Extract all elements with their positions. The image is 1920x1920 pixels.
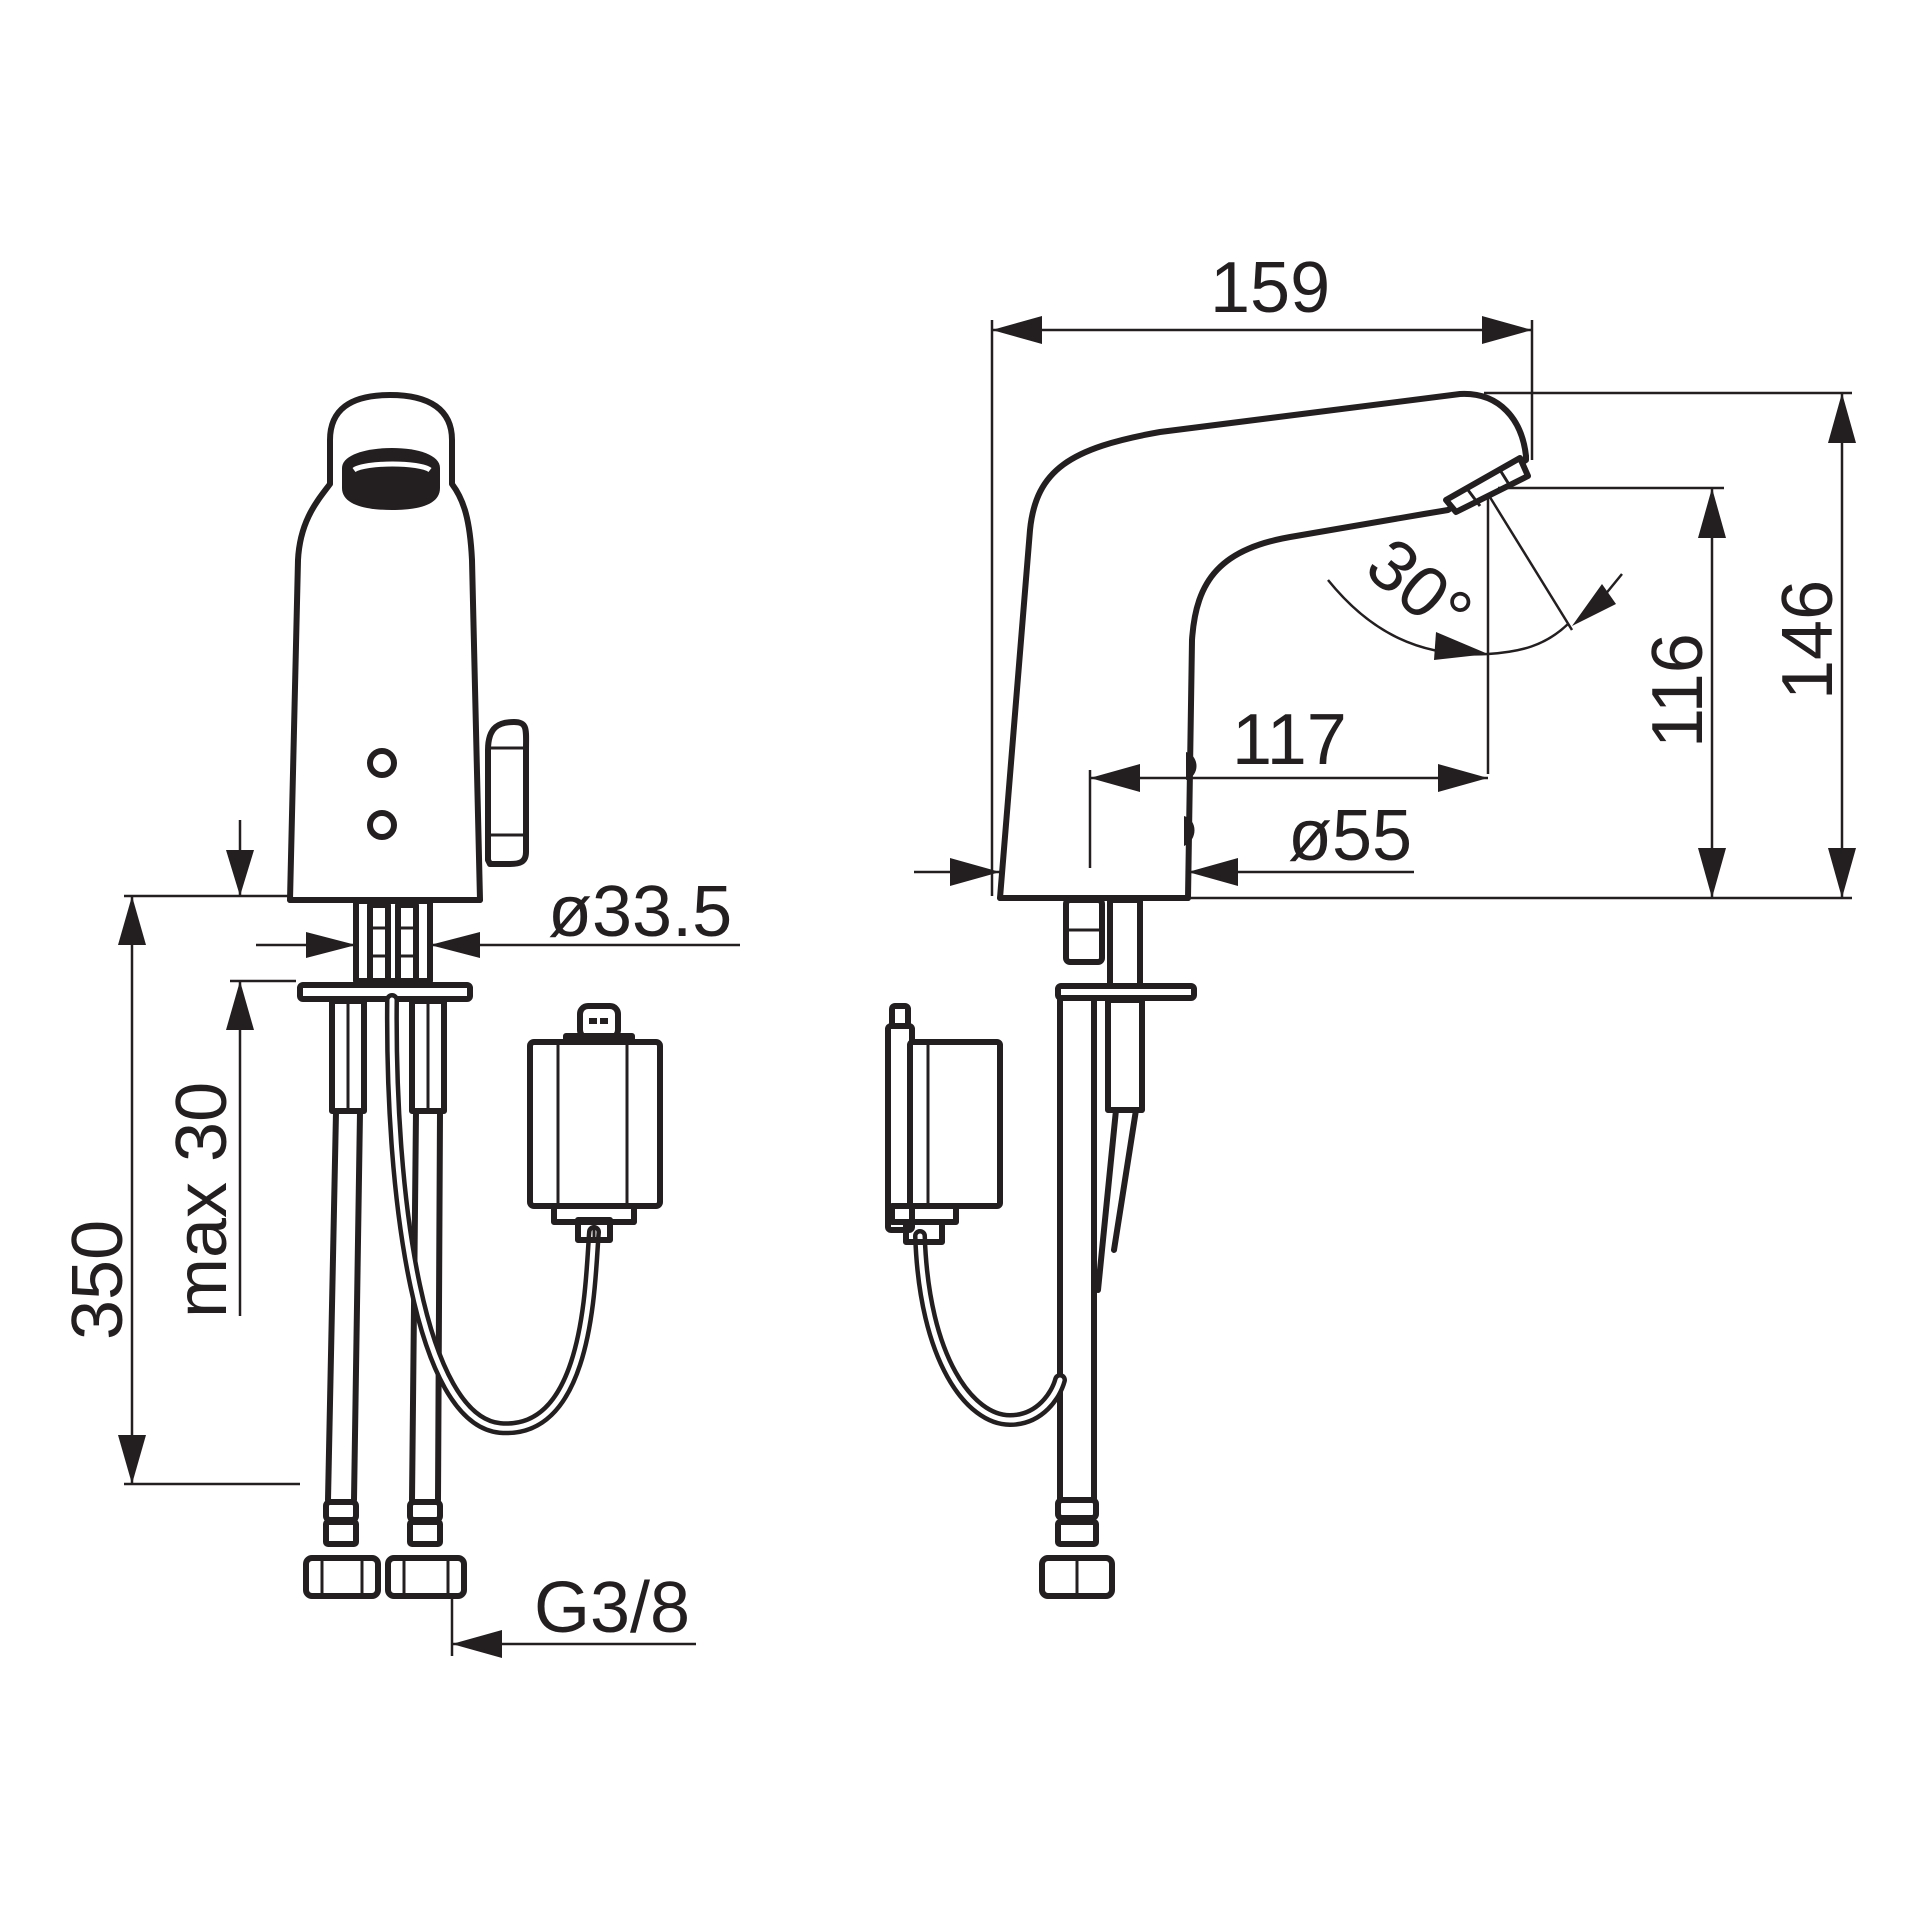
shank-side [1063,897,1105,965]
arrow-icon [430,932,480,958]
arrow-icon [1698,848,1726,898]
dim-label-146: 146 [1768,580,1848,700]
nozzle-line [1498,469,1512,487]
front-view [287,392,663,1599]
arrow-icon [1188,858,1238,886]
front-dimensions: 350 max 30 ø33.5 G3/8 [58,820,740,1658]
faucet-body-front [287,392,483,903]
faucet-body-side [997,390,1529,901]
mounting-plate-side [1055,983,1197,1001]
stud-side [1107,897,1143,989]
arrow-tail [1603,573,1623,597]
control-box-front [527,1003,663,1243]
temperature-knob [485,719,530,867]
dim-label-g38: G3/8 [534,1568,690,1648]
aerator-highlight [352,461,432,473]
stud [395,902,419,984]
arrow-icon [226,981,254,1030]
spray-angle-line [1486,493,1574,631]
arrow-icon [1434,632,1488,660]
control-box-side [885,1003,1003,1245]
arrow-icon [1828,393,1856,443]
hose-connector-left [303,1499,381,1599]
nozzle-line [1466,489,1482,507]
dim-label-116: 116 [1638,633,1718,748]
sensor-bump [1184,816,1195,846]
sensor-cable-side-core [917,1233,1063,1423]
hose-right-inner [435,1109,443,1503]
dim-label-30deg: 30° [1352,523,1487,654]
shank [353,898,433,984]
arrow-icon [306,932,356,958]
arrow-icon [226,850,254,896]
arrow-icon [452,1630,502,1658]
stud [367,902,391,984]
arrow-icon [1828,848,1856,898]
dim-label-max30: max 30 [162,1082,242,1318]
aerator [342,448,440,510]
sensor-bump [1186,752,1197,780]
dim-label-350: 350 [58,1220,138,1340]
arrow-icon [118,1435,146,1484]
ferrule-side [1105,997,1145,1113]
sensor-cable-core [389,997,597,1431]
hose-connector-right [385,1499,467,1599]
arrow-icon [1090,764,1140,792]
spout-outlet [1443,455,1531,515]
sensor-cable-side [913,1229,1067,1428]
arrow-icon [118,896,146,945]
hose-left-outer [325,1109,339,1503]
sensor-window-lower [367,810,397,840]
dim-label-d55: ø55 [1288,796,1412,876]
dim-label-159: 159 [1210,248,1330,328]
arrow-icon [950,858,1000,886]
cable-side [1111,1107,1139,1253]
side-dimensions: 159 146 116 30° 117 ø55 [914,248,1856,900]
side-view [885,390,1531,1599]
mounting-plate [297,982,473,1002]
dim-label-117: 117 [1232,700,1347,780]
cable-side [1095,1107,1119,1293]
hose-connector-side [1039,1497,1115,1599]
arrow-icon [992,316,1042,344]
arrow-icon [1438,764,1488,792]
arrow-icon [1482,316,1532,344]
dim-label-d335: ø33.5 [548,872,732,952]
hose-left-inner [351,1109,363,1503]
arrow-icon [1698,488,1726,538]
sensor-window-upper [367,748,397,778]
